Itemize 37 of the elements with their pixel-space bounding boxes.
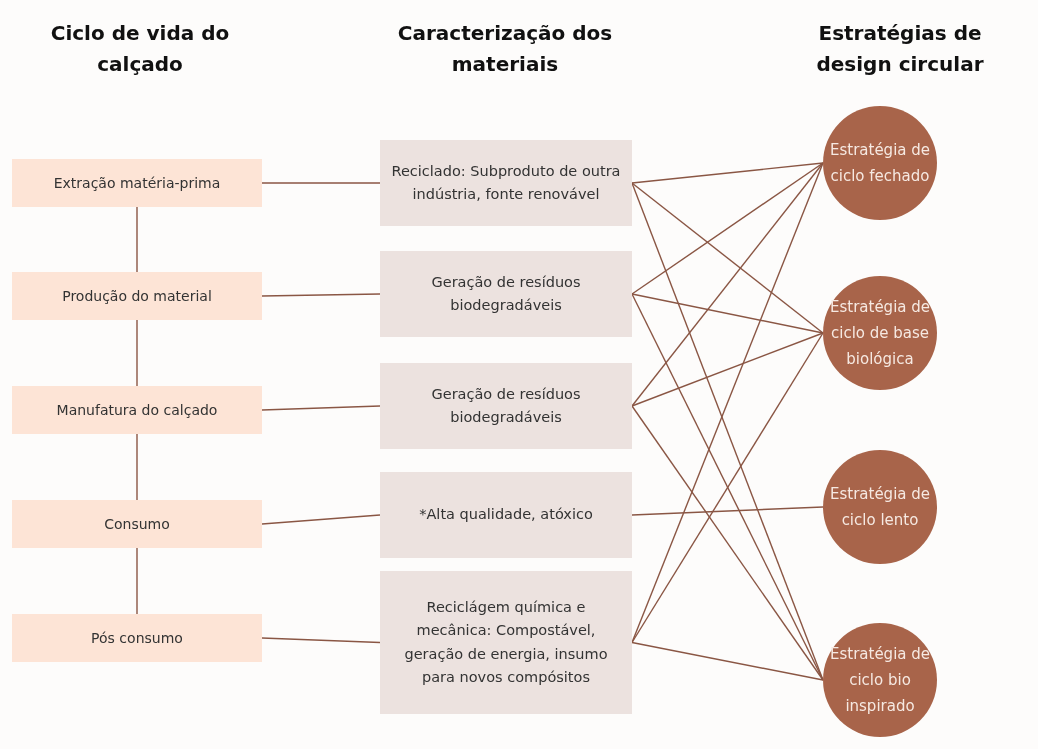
connector-line [261,514,381,525]
connector-line [631,332,824,407]
connector-line [261,182,381,184]
stage-box: Pós consumo [12,614,262,662]
column-heading: Ciclo de vida do calçado [49,20,231,78]
stage-box: Consumo [12,500,262,548]
strategy-circle: Estratégia de ciclo lento [823,450,937,564]
stage-box: Manufatura do calçado [12,386,262,434]
strategy-circle: Estratégia de ciclo bio inspirado [823,623,937,737]
connector-line [631,641,824,681]
connector-line [631,293,824,334]
material-box: Reciclágem química e mecânica: Compostável, geração de energia, insumo para novos compósitos [380,571,632,714]
connector-line [136,319,138,387]
connector-line [261,637,381,644]
strategy-circle: Estratégia de ciclo fechado [823,106,937,220]
connector-line [261,405,381,411]
column-heading: Estratégias de design circular [815,20,985,78]
connector-line [136,433,138,501]
stage-box: Extração matéria-prima [12,159,262,207]
connector-line [631,162,824,407]
connector-line [631,182,824,334]
connector-line [631,162,824,184]
connector-line [631,405,824,681]
material-box: Geração de resíduos biodegradáveis [380,251,632,337]
material-box: Reciclado: Subproduto de outra indústria, fonte renovável [380,140,632,226]
connector-line [631,293,824,681]
strategy-circle: Estratégia de ciclo de base biológica [823,276,937,390]
material-box: Geração de resíduos biodegradáveis [380,363,632,449]
column-heading: Caracterização dos materiais [396,20,614,78]
connector-line [261,293,381,297]
connector-line [631,332,824,644]
connector-line [136,206,138,273]
connector-line [631,506,824,516]
stage-box: Produção do material [12,272,262,320]
connector-line [136,547,138,615]
connector-line [631,162,824,295]
material-box: *Alta qualidade, atóxico [380,472,632,558]
